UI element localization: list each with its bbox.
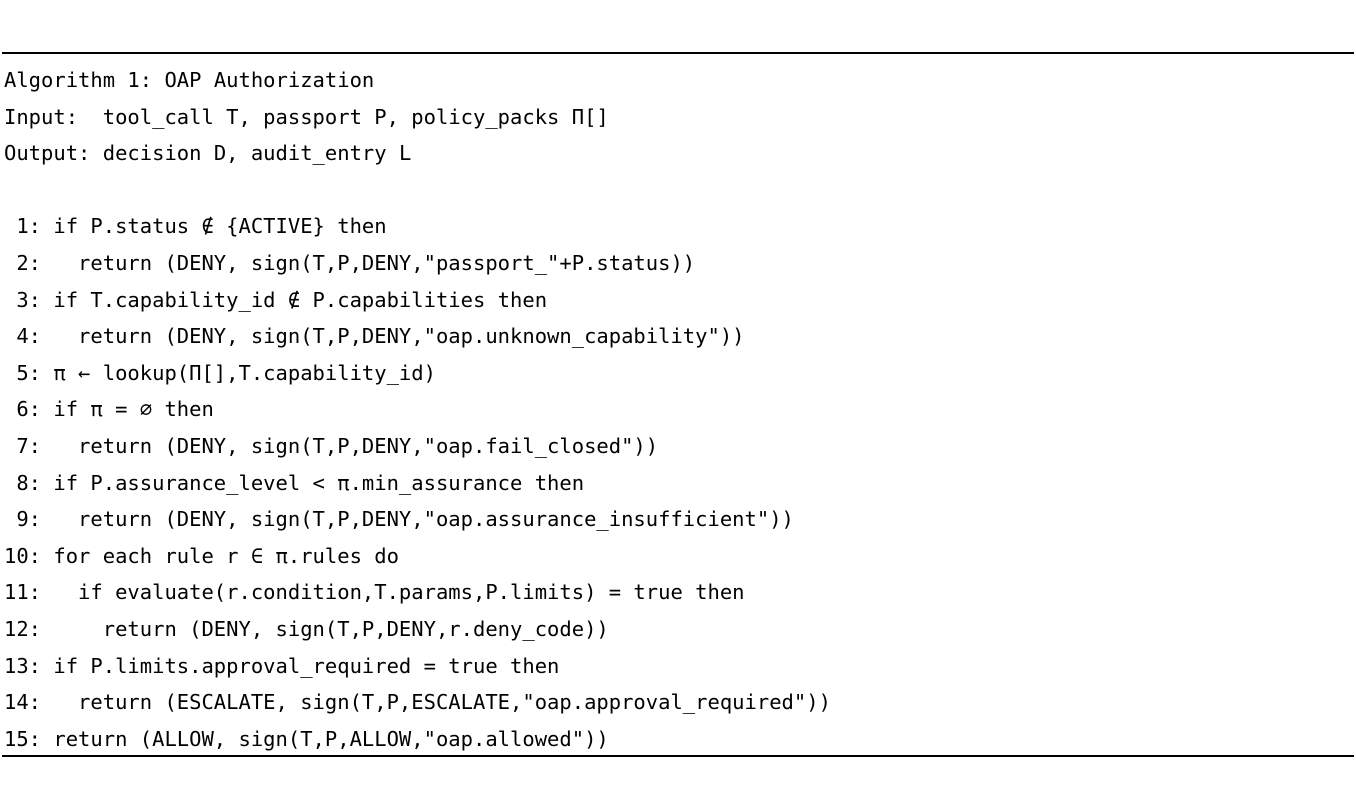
step-text: if evaluate(r.condition,T.params,P.limit… — [53, 580, 745, 605]
step-text: return (DENY, sign(T,P,DENY,"oap.unknown… — [53, 324, 745, 349]
algorithm-title: Algorithm 1: OAP Authorization — [4, 68, 375, 92]
step-colon: : — [28, 214, 54, 239]
step-number: 10 — [4, 543, 29, 568]
step-text: return (DENY, sign(T,P,DENY,"oap.fail_cl… — [53, 433, 659, 458]
step-text: if P.limits.approval_required = true the… — [53, 653, 560, 678]
step-number: 7 — [16, 433, 29, 458]
step-text: for each rule r ∈ π.rules do — [53, 543, 399, 568]
algorithm-header-block: Algorithm 1: OAP Authorization Input: to… — [0, 62, 1356, 172]
step-number: 14 — [4, 690, 29, 715]
step-colon: : — [28, 726, 54, 751]
step-text: if P.status ∉ {ACTIVE} then — [53, 214, 387, 239]
step-colon: : — [28, 616, 54, 641]
algorithm-step-row: 4: return (DENY, sign(T,P,DENY,"oap.unkn… — [4, 318, 1356, 355]
algorithm-step-row: 1: if P.status ∉ {ACTIVE} then — [4, 208, 1356, 245]
step-text: return (DENY, sign(T,P,DENY,"oap.assuran… — [53, 507, 794, 532]
algorithm-step-row: 5: π ← lookup(Π[],T.capability_id) — [4, 355, 1356, 392]
step-colon: : — [28, 543, 54, 568]
step-text: if π = ∅ then — [53, 397, 214, 422]
step-text: if P.assurance_level < π.min_assurance t… — [53, 470, 585, 495]
algorithm-step-row: 9: return (DENY, sign(T,P,DENY,"oap.assu… — [4, 501, 1356, 538]
step-colon: : — [28, 507, 54, 532]
step-text: return (ESCALATE, sign(T,P,ESCALATE,"oap… — [53, 690, 831, 715]
algorithm-step-row: 8: if P.assurance_level < π.min_assuranc… — [4, 465, 1356, 502]
step-colon: : — [28, 360, 54, 385]
step-number: 3 — [16, 287, 29, 312]
step-number: 9 — [16, 507, 29, 532]
step-colon: : — [28, 580, 54, 605]
algorithm-step-row: 15: return (ALLOW, sign(T,P,ALLOW,"oap.a… — [4, 721, 1356, 758]
step-text: π ← lookup(Π[],T.capability_id) — [53, 360, 436, 385]
algorithm-step-row: 7: return (DENY, sign(T,P,DENY,"oap.fail… — [4, 428, 1356, 465]
step-colon: : — [28, 470, 54, 495]
algorithm-step-row: 6: if π = ∅ then — [4, 391, 1356, 428]
algorithm-step-row: 3: if T.capability_id ∉ P.capabilities t… — [4, 282, 1356, 319]
algorithm-step-row: 10: for each rule r ∈ π.rules do — [4, 538, 1356, 575]
step-colon: : — [28, 397, 54, 422]
algorithm-step-row: 14: return (ESCALATE, sign(T,P,ESCALATE,… — [4, 684, 1356, 721]
step-number: 2 — [16, 250, 29, 275]
step-colon: : — [28, 653, 54, 678]
algorithm-input-line: Input: tool_call T, passport P, policy_p… — [4, 104, 609, 129]
step-text: if T.capability_id ∉ P.capabilities then — [53, 287, 548, 312]
step-number: 13 — [4, 653, 29, 678]
bottom-horizontal-rule — [2, 755, 1354, 757]
step-colon: : — [28, 690, 54, 715]
step-colon: : — [28, 433, 54, 458]
top-horizontal-rule — [2, 52, 1354, 54]
step-text: return (ALLOW, sign(T,P,ALLOW,"oap.allow… — [53, 726, 609, 751]
algorithm-step-row: 12: return (DENY, sign(T,P,DENY,r.deny_c… — [4, 611, 1356, 648]
step-number: 1 — [16, 214, 29, 239]
step-number: 4 — [16, 324, 29, 349]
step-number: 12 — [4, 616, 29, 641]
step-number: 6 — [16, 397, 29, 422]
algorithm-output-line: Output: decision D, audit_entry L — [4, 141, 412, 166]
step-colon: : — [28, 250, 54, 275]
algorithm-step-row: 11: if evaluate(r.condition,T.params,P.l… — [4, 574, 1356, 611]
step-number: 8 — [16, 470, 29, 495]
header-steps-spacer — [0, 172, 1356, 209]
algorithm-step-row: 13: if P.limits.approval_required = true… — [4, 648, 1356, 685]
step-text: return (DENY, sign(T,P,DENY,r.deny_code)… — [53, 616, 609, 641]
step-number: 15 — [4, 726, 29, 751]
step-number: 5 — [16, 360, 29, 385]
algorithm-steps-block: 1: if P.status ∉ {ACTIVE} then 2: return… — [0, 208, 1356, 757]
step-number: 11 — [4, 580, 29, 605]
algorithm-body: Algorithm 1: OAP Authorization Input: to… — [0, 62, 1356, 757]
step-text: return (DENY, sign(T,P,DENY,"passport_"+… — [53, 250, 696, 275]
step-colon: : — [28, 324, 54, 349]
algorithm-step-row: 2: return (DENY, sign(T,P,DENY,"passport… — [4, 245, 1356, 282]
step-colon: : — [28, 287, 54, 312]
